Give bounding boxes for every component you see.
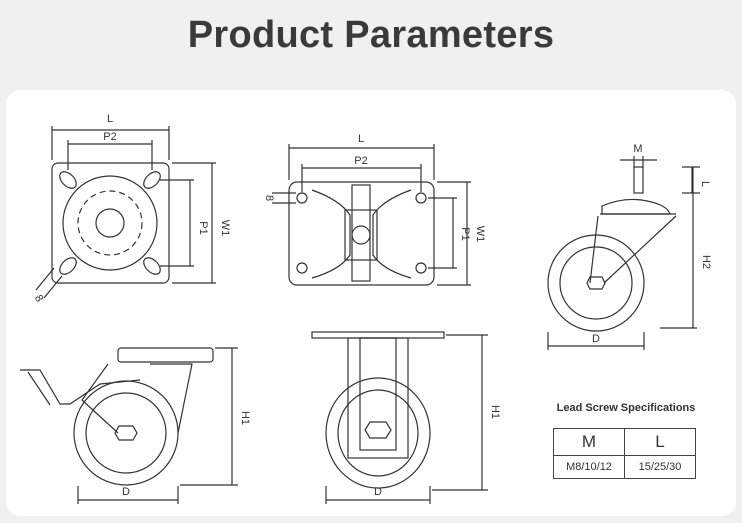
label-d-fixed: D [374,486,382,498]
label-h1-fixed: H1 [489,405,501,419]
label-h1-brake: H1 [239,411,251,425]
lead-screw-spec-table: M L M8/10/12 15/25/30 [553,428,696,479]
spec-table-title: Lead Screw Specifications [556,402,696,414]
label-p2-top: P2 [103,131,116,143]
label-d-stem: D [592,333,600,345]
label-m-stem: M [633,143,642,155]
fixed-caster-view [311,331,488,504]
label-8-top: 8 [32,293,45,304]
spec-cell-m: M8/10/12 [553,455,625,479]
label-p1-top: P1 [197,221,209,234]
label-w1-rect: W1 [474,226,486,243]
spec-header-m: M [553,428,625,456]
rect-plate-view [272,144,471,286]
label-w1-top: W1 [219,220,231,237]
label-p2-rect: P2 [354,155,367,167]
label-8-rect: 8 [263,195,275,201]
page-title: Product Parameters [187,14,555,56]
label-l-stem: L [699,181,711,187]
label-h2: H2 [700,255,712,269]
label-d-brake: D [122,486,130,498]
top-plate-view [35,126,216,299]
brake-caster-view [20,347,238,504]
spec-cell-l: 15/25/30 [624,455,696,479]
label-l-top: L [107,113,113,125]
label-p1-rect: P1 [459,227,471,240]
label-l-rect: L [358,133,364,145]
spec-header-l: L [624,428,696,456]
threaded-stem-caster-view [547,156,700,350]
